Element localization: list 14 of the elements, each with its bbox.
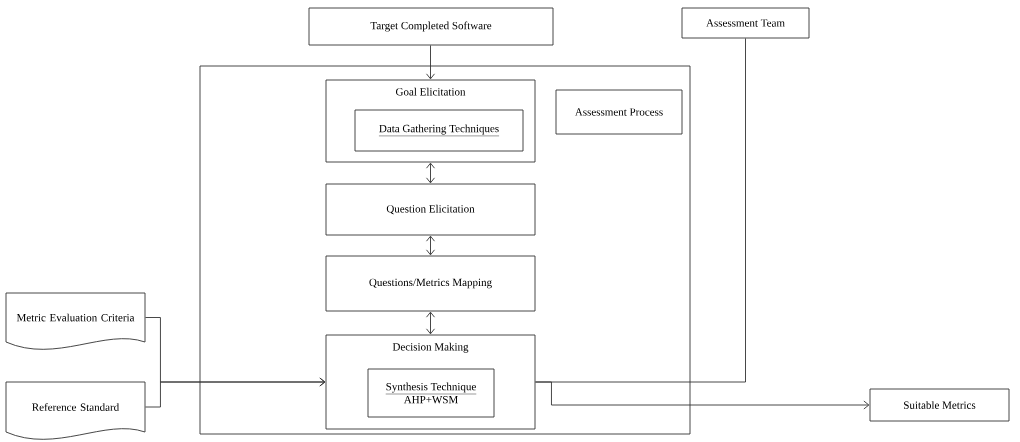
process-box: Suitable Metrics — [869, 388, 1010, 422]
process-box: Target Completed Software — [308, 7, 554, 46]
process-box: Question Elicitation — [325, 183, 536, 236]
process-box: Data Gathering Techniques — [354, 109, 524, 152]
arrow — [426, 162, 435, 184]
arrow — [145, 377, 326, 408]
arrow — [426, 45, 435, 80]
arrow — [426, 311, 435, 335]
process-box: Synthesis Technique AHP+WSM — [367, 368, 495, 418]
process-box: Assessment Process — [555, 89, 683, 135]
process-box: Questions/Metrics Mapping — [325, 255, 536, 312]
arrow — [535, 381, 870, 410]
arrow — [426, 235, 435, 256]
process-box: Assessment Team — [681, 7, 810, 39]
